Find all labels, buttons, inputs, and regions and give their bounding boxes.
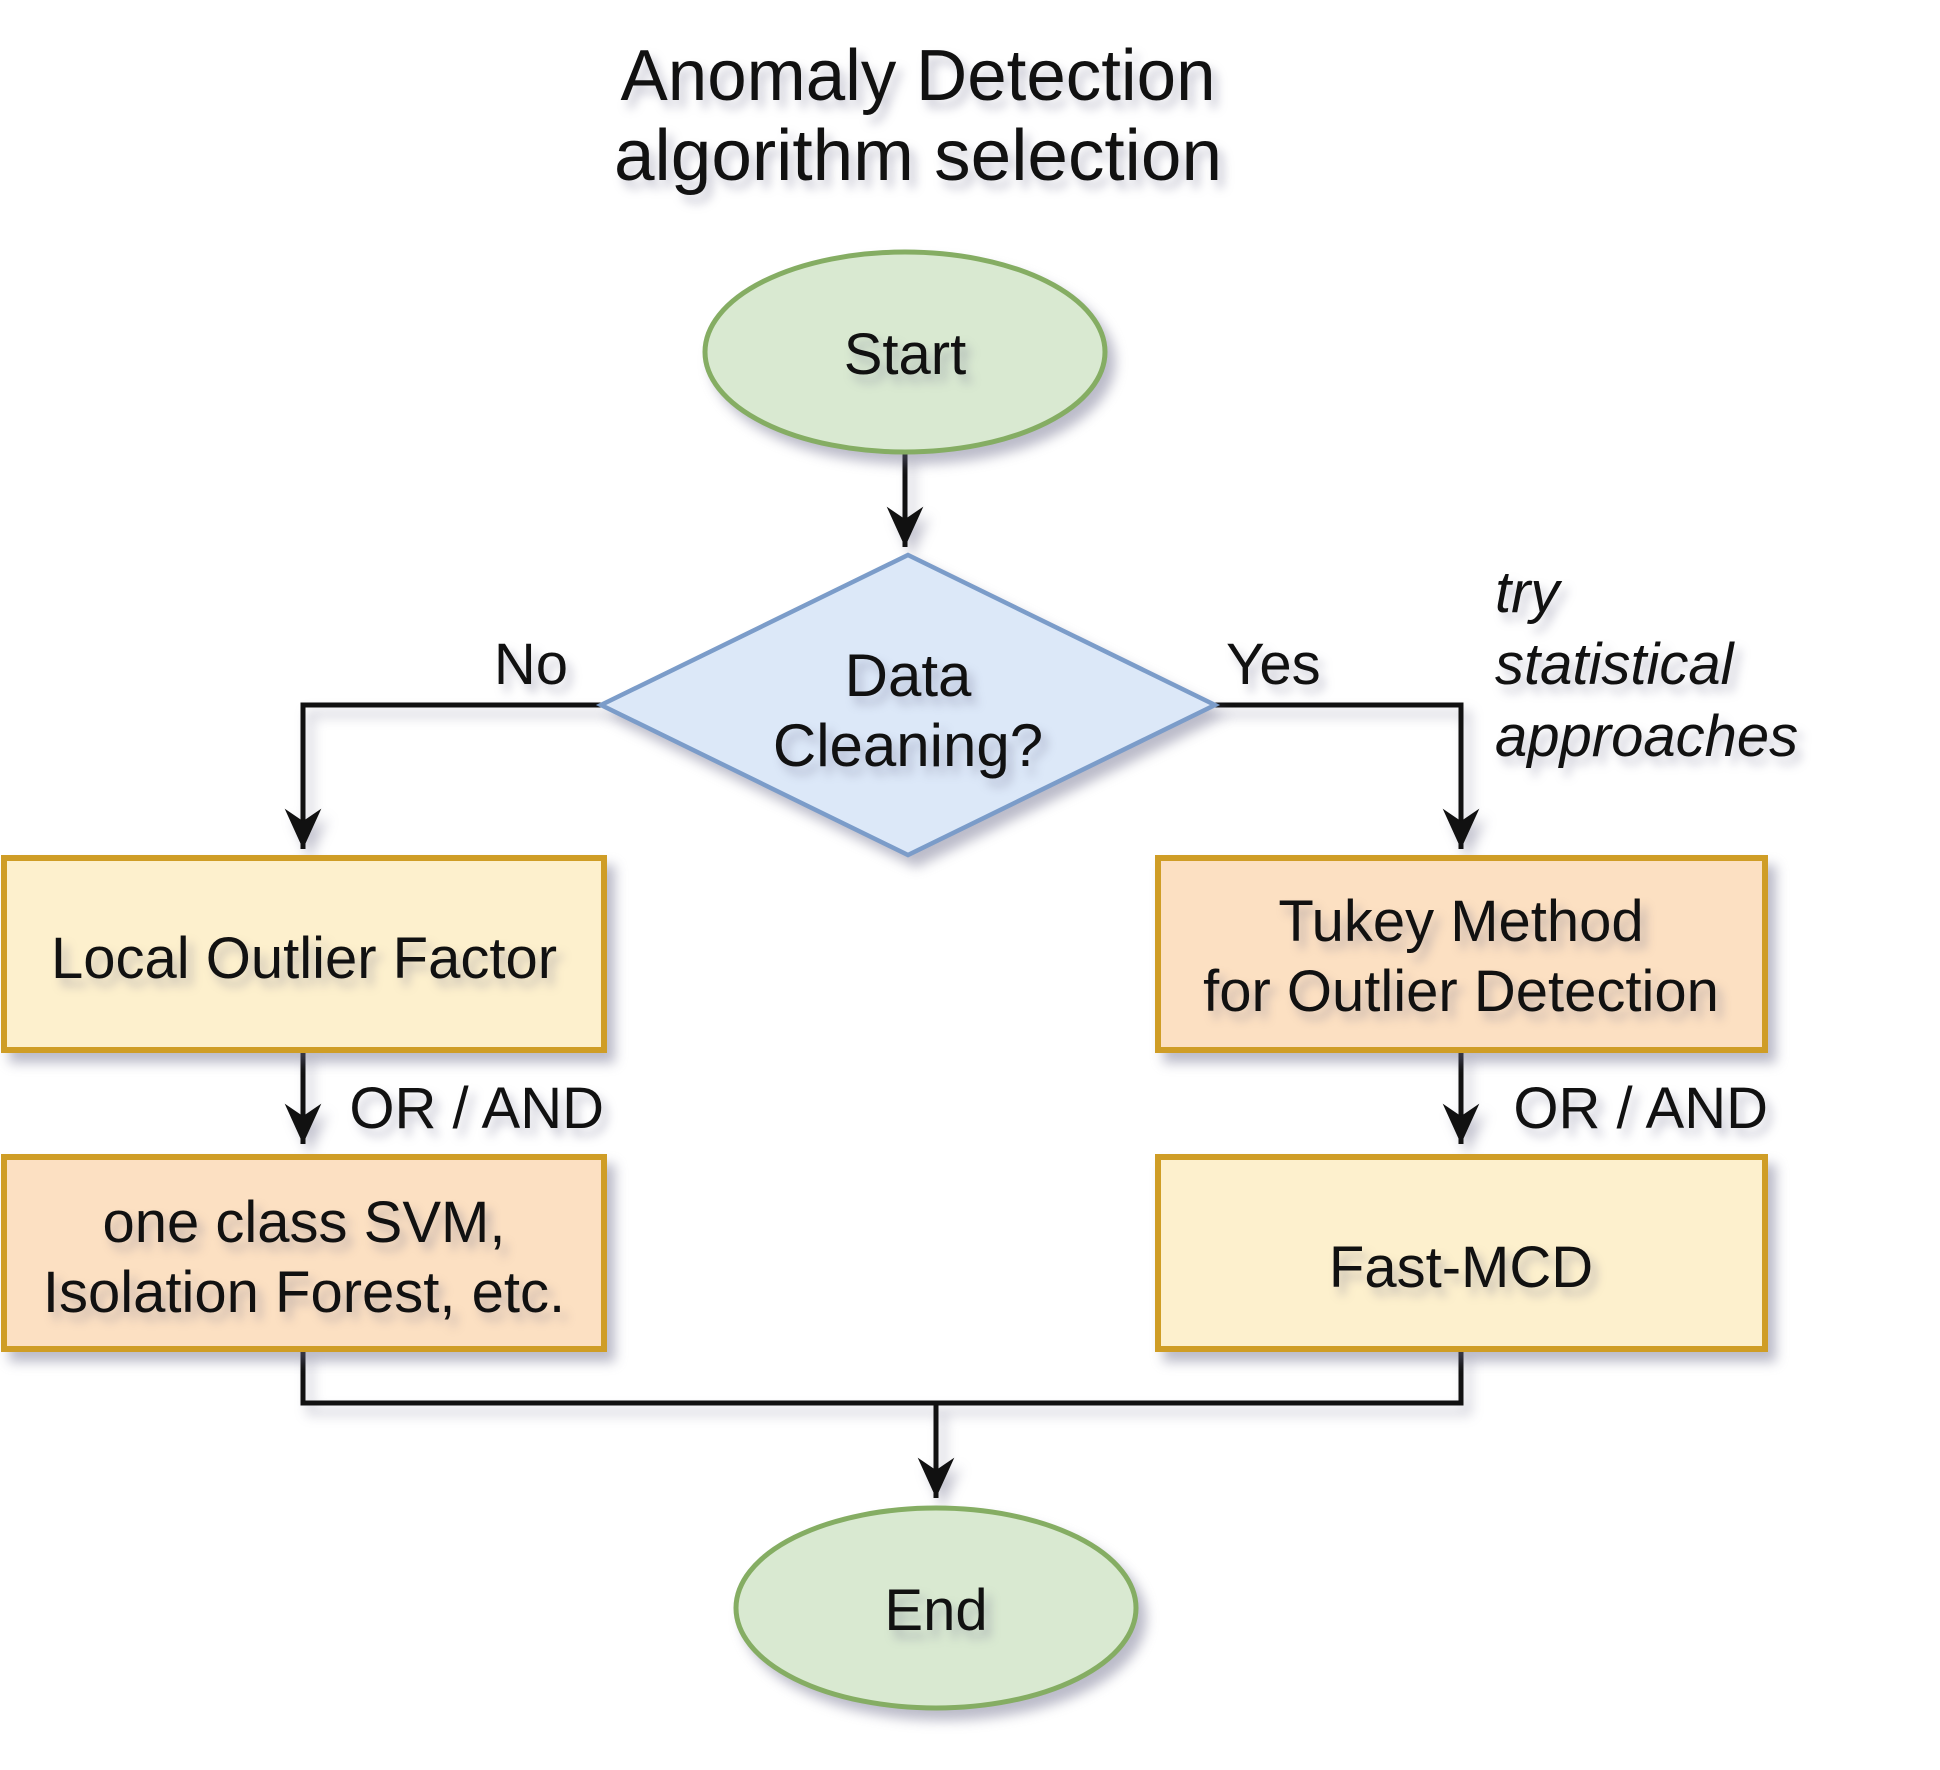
left-operator-label: OR / AND <box>349 1076 604 1141</box>
fastmcd-node <box>1155 1154 1768 1352</box>
labels: Anomaly Detection algorithm selection St… <box>43 36 1798 1643</box>
decision-label-line-2: Cleaning? <box>773 712 1043 779</box>
end-node <box>733 1505 1139 1711</box>
nodes <box>1 249 1768 1711</box>
annotation-line-2: statistical <box>1495 632 1736 697</box>
yes-branch-label: Yes <box>1226 632 1321 697</box>
end-label: End <box>884 1578 987 1643</box>
svm-label-line-1: one class SVM, <box>103 1190 506 1255</box>
start-node <box>702 249 1108 455</box>
connectors <box>284 452 1480 1498</box>
lof-node <box>1 855 607 1053</box>
page-title-line-2: algorithm selection <box>614 116 1222 196</box>
annotation-line-3: approaches <box>1495 704 1798 769</box>
edge-merge-line <box>300 1349 1464 1406</box>
decision-node <box>595 552 1221 858</box>
svm-node <box>1 1154 607 1352</box>
fastmcd-label: Fast-MCD <box>1329 1235 1593 1300</box>
page-title-line-1: Anomaly Detection <box>621 36 1216 116</box>
no-branch-label: No <box>494 632 568 697</box>
annotation-line-1: try <box>1495 560 1562 625</box>
tukey-label-line-1: Tukey Method <box>1278 889 1643 954</box>
lof-label: Local Outlier Factor <box>51 926 557 991</box>
start-label: Start <box>844 322 967 387</box>
decision-label-line-1: Data <box>845 642 972 709</box>
edge-decision-yes-branch <box>1215 702 1480 849</box>
edge-decision-no-branch <box>284 702 601 849</box>
tukey-node <box>1155 855 1768 1053</box>
tukey-label-line-2: for Outlier Detection <box>1203 959 1719 1024</box>
right-operator-label: OR / AND <box>1513 1076 1768 1141</box>
svm-label-line-2: Isolation Forest, etc. <box>43 1260 565 1325</box>
